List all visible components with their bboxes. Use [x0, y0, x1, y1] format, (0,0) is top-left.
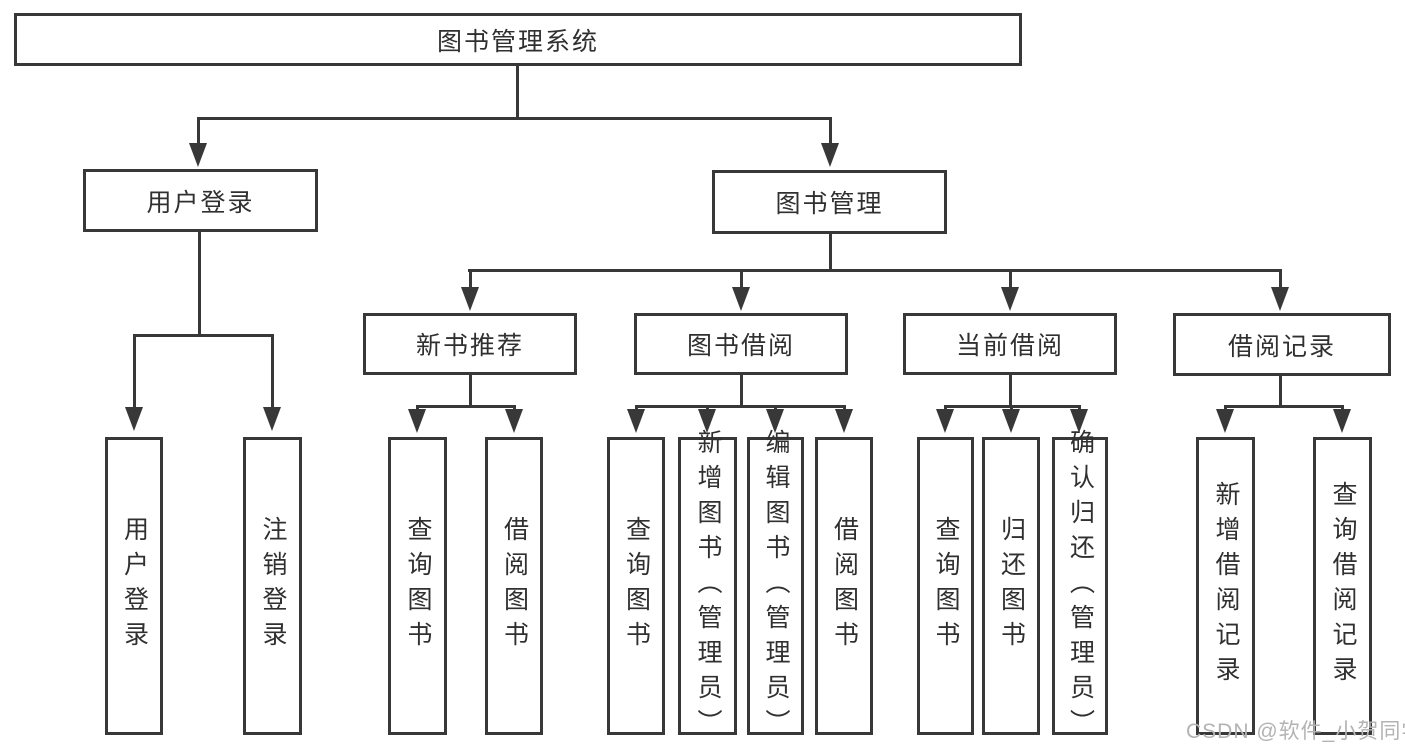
arrowhead-down-icon	[1070, 409, 1088, 433]
connector-hline	[1224, 405, 1344, 408]
connector-vline	[197, 117, 200, 149]
leaf-query-books-2: 查询图书	[607, 437, 665, 735]
node-current-borrow-label: 当前借阅	[955, 332, 1064, 360]
connector-hline	[197, 117, 832, 120]
node-user-login-label: 用户登录	[146, 188, 255, 217]
arrowhead-down-icon	[627, 409, 645, 433]
leaf-query-books-1-label: 查询图书	[404, 516, 432, 656]
node-borrow-records-label: 借阅记录	[1227, 332, 1336, 361]
node-book-borrow-label: 图书借阅	[686, 332, 795, 360]
connector-vline	[829, 117, 832, 149]
leaf-borrow-books-2: 借阅图书	[815, 437, 873, 735]
arrowhead-down-icon	[263, 407, 281, 431]
connector-vline	[1009, 375, 1012, 407]
leaf-return-books: 归还图书	[982, 437, 1040, 735]
connector-vline	[516, 64, 519, 120]
node-root-label: 图书管理系统	[436, 27, 599, 56]
arrowhead-down-icon	[936, 409, 954, 433]
leaf-logout-label: 注销登录	[259, 516, 287, 656]
leaf-confirm-return-admin-label: 确认归还（管理员）	[1066, 428, 1095, 744]
connector-vline	[829, 234, 832, 272]
arrowhead-down-icon	[1333, 409, 1351, 433]
leaf-query-borrow-record-label: 查询借阅记录	[1329, 481, 1357, 691]
connector-hline	[468, 269, 1281, 272]
connector-hline	[416, 405, 516, 408]
arrowhead-down-icon	[821, 143, 839, 167]
arrowhead-down-icon	[698, 409, 716, 433]
leaf-edit-books-admin-label: 编辑图书（管理员）	[762, 428, 790, 744]
node-root: 图书管理系统	[14, 13, 1022, 66]
node-book-management: 图书管理	[712, 170, 947, 234]
connector-vline	[740, 269, 743, 291]
arrowhead-down-icon	[766, 409, 784, 433]
leaf-query-books-1: 查询图书	[388, 437, 447, 735]
connector-vline	[1009, 269, 1012, 291]
arrowhead-down-icon	[461, 287, 479, 311]
connector-vline	[469, 375, 472, 407]
arrowhead-down-icon	[505, 409, 523, 433]
connector-vline	[469, 269, 472, 291]
arrowhead-down-icon	[1271, 287, 1289, 311]
connector-vline	[271, 334, 274, 410]
leaf-edit-books-admin: 编辑图书（管理员）	[747, 429, 804, 744]
leaf-logout: 注销登录	[243, 437, 302, 735]
connector-hline	[133, 334, 273, 337]
node-book-borrow: 图书借阅	[634, 313, 848, 375]
arrowhead-down-icon	[408, 409, 426, 433]
arrowhead-down-icon	[189, 143, 207, 167]
connector-vline	[740, 375, 743, 407]
connector-vline	[198, 232, 201, 337]
leaf-user-login: 用户登录	[105, 437, 163, 735]
leaf-return-books-label: 归还图书	[997, 516, 1026, 656]
arrowhead-down-icon	[1216, 409, 1234, 433]
leaf-query-books-3-label: 查询图书	[932, 516, 960, 656]
arrowhead-down-icon	[1001, 287, 1019, 311]
arrowhead-down-icon	[1002, 409, 1020, 433]
connector-hline	[635, 405, 845, 408]
leaf-add-borrow-record: 新增借阅记录	[1196, 437, 1255, 735]
connector-vline	[133, 334, 136, 410]
leaf-add-borrow-record-label: 新增借阅记录	[1212, 481, 1240, 691]
leaf-add-books-admin: 新增图书（管理员）	[678, 429, 737, 744]
leaf-confirm-return-admin: 确认归还（管理员）	[1052, 429, 1108, 744]
node-book-management-label: 图书管理	[775, 190, 884, 218]
connector-vline	[1279, 269, 1282, 291]
node-new-book-recommend-label: 新书推荐	[415, 332, 524, 360]
arrowhead-down-icon	[125, 407, 143, 431]
node-new-book-recommend: 新书推荐	[363, 313, 577, 375]
leaf-query-borrow-record: 查询借阅记录	[1313, 437, 1372, 735]
arrowhead-down-icon	[835, 409, 853, 433]
watermark: CSDN @软件_小贺同学	[1186, 720, 1405, 743]
leaf-query-books-3: 查询图书	[917, 437, 974, 735]
connector-vline	[1279, 376, 1282, 407]
leaf-borrow-books-1-label: 借阅图书	[500, 516, 529, 656]
leaf-borrow-books-1: 借阅图书	[485, 437, 543, 735]
leaf-query-books-2-label: 查询图书	[622, 516, 651, 656]
node-borrow-records: 借阅记录	[1173, 313, 1391, 376]
leaf-borrow-books-2-label: 借阅图书	[830, 516, 859, 656]
node-user-login: 用户登录	[83, 169, 318, 232]
node-current-borrow: 当前借阅	[903, 313, 1117, 375]
leaf-add-books-admin-label: 新增图书（管理员）	[694, 428, 722, 744]
leaf-user-login-label: 用户登录	[120, 516, 149, 656]
arrowhead-down-icon	[732, 287, 750, 311]
